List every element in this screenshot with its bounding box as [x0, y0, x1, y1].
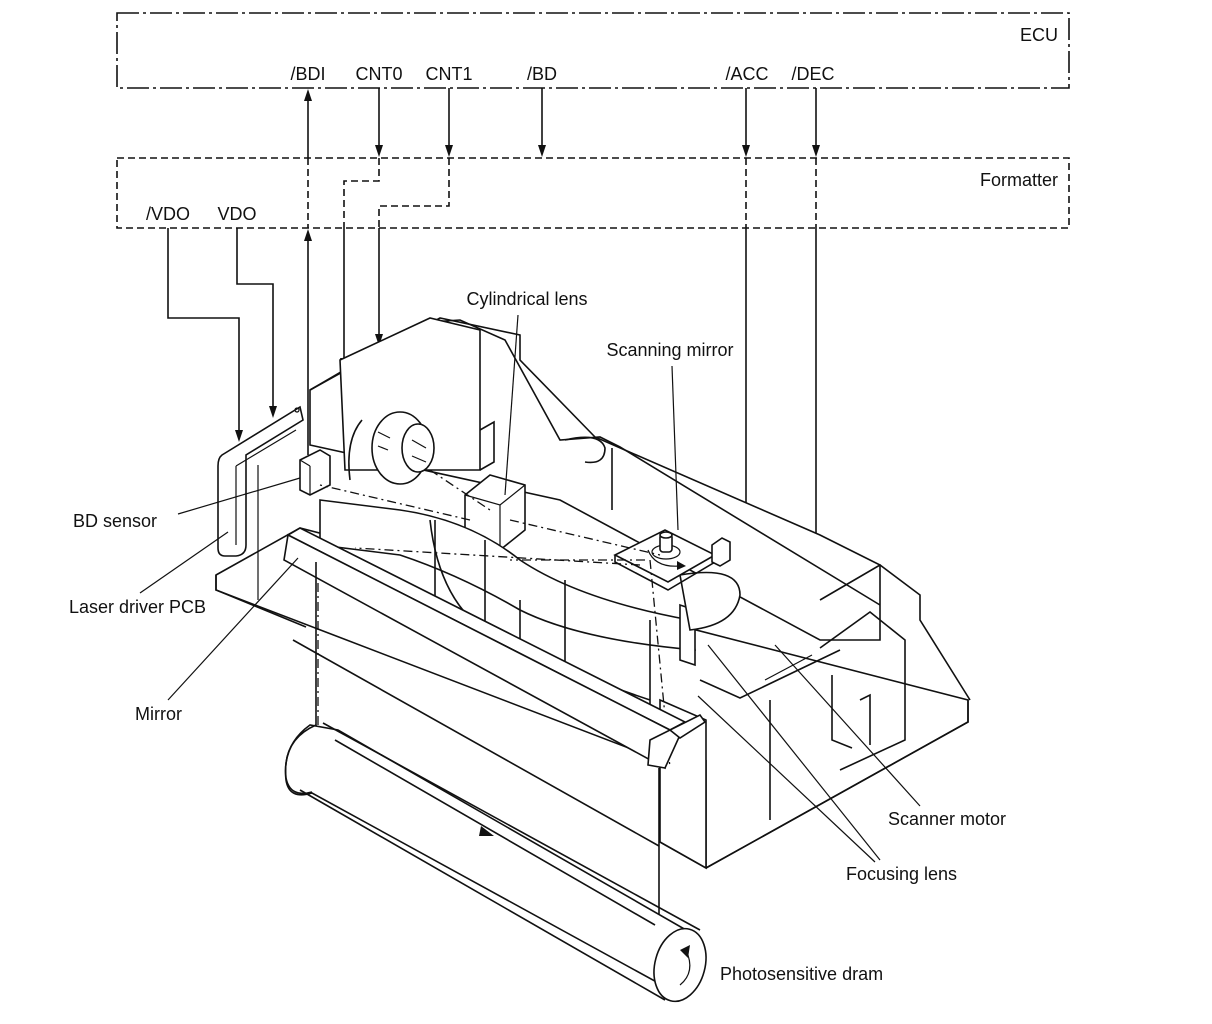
scanning-mirror-top [659, 531, 673, 539]
dec-arrow-formatter [812, 145, 820, 157]
scanner-motor-drum [679, 571, 741, 631]
cnt0-arrow [375, 145, 383, 157]
collimator-lens-face [401, 423, 435, 473]
scan-plane-mid [292, 639, 660, 847]
ecu-label: ECU [1020, 25, 1058, 45]
housing-inner-line [764, 654, 813, 681]
laser-pcb-board [217, 405, 304, 557]
signal-acc-label: /ACC [725, 64, 768, 84]
signal-dec-label: /DEC [791, 64, 834, 84]
leader-focusing-lens-1 [707, 644, 881, 861]
leader-laser-driver-pcb [139, 531, 229, 594]
bd-sensor-body [299, 449, 331, 496]
housing-right-box [819, 610, 906, 771]
rotation-arrow [677, 561, 686, 570]
nvdo-arrow [235, 430, 243, 442]
drum-bottom-edge [299, 789, 666, 1001]
ecu-border [116, 12, 1070, 89]
signal-cnt0-label: CNT0 [355, 64, 402, 84]
leader-scanning-mirror [671, 365, 679, 531]
mirror-bar-end [647, 729, 682, 769]
drum-body [284, 724, 702, 987]
acc-arrow-formatter [742, 145, 750, 157]
label-photosensitive-drum: Photosensitive dram [720, 964, 883, 984]
laser-side-block [479, 420, 495, 471]
scanner-motor [613, 529, 741, 631]
scanner-motor-tab [711, 537, 731, 567]
laser-pcb-inner [235, 429, 297, 545]
laser-pcb-screw [294, 407, 300, 413]
cnt1-line-formatter [378, 158, 450, 228]
bdi-arrow-formatter [304, 229, 312, 241]
housing-right-frame [819, 564, 971, 701]
formatter-block: Formatter /VDO VDO [116, 157, 1070, 229]
label-mirror: Mirror [135, 704, 182, 724]
formatter-label: Formatter [980, 170, 1058, 190]
housing-right-slot [859, 693, 871, 745]
photosensitive-drum [284, 722, 707, 1003]
laser-unit [339, 317, 495, 485]
formatter-border [116, 157, 1070, 229]
bd-sensor-edge [299, 459, 311, 467]
base-plate-edge [215, 575, 307, 628]
drum-left-cap [284, 724, 317, 795]
signal-bdi-label: /BDI [290, 64, 325, 84]
leader-scanner-motor [774, 644, 921, 807]
signal-cnt1-label: CNT1 [425, 64, 472, 84]
label-scanner-motor: Scanner motor [888, 809, 1006, 829]
bd-arrow [538, 145, 546, 157]
housing-rear-notch [564, 436, 606, 464]
leader-cylindrical-lens [504, 314, 519, 496]
laser-driver-pcb [217, 405, 304, 600]
rotation-arc [647, 549, 681, 567]
mirror [283, 527, 707, 770]
cnt0-line-formatter [343, 158, 380, 228]
drum-rotation-arrow [680, 945, 690, 958]
label-scanning-mirror: Scanning mirror [606, 340, 733, 360]
cnt1-arrow [445, 145, 453, 157]
bd-sensor [299, 449, 331, 496]
leader-focusing-lens-2 [697, 695, 876, 863]
vdo-line [236, 228, 274, 406]
cnt1-arrow-pcb [375, 334, 383, 346]
leader-bd-sensor [177, 477, 301, 515]
beam-cyl-to-mirror [509, 519, 661, 556]
laser-housing-curve [348, 419, 363, 481]
label-laser-driver-pcb: Laser driver PCB [69, 597, 206, 617]
mirror-bracket-right [668, 713, 707, 739]
beam-laser-to-cyl [429, 469, 491, 511]
component-labels: Cylindrical lens Scanning mirror BD sens… [69, 289, 1006, 984]
housing-front-ledge [699, 649, 841, 699]
bdi-arrow-ecu [304, 89, 312, 101]
signal-nvdo-label: /VDO [146, 204, 190, 224]
vdo-arrow [269, 406, 277, 418]
nvdo-line [167, 228, 240, 430]
base-right-edge [705, 700, 969, 869]
drum-top-edge [322, 722, 701, 931]
scan-direction-arrow [479, 826, 494, 836]
housing-right-tab [831, 675, 853, 749]
drum-right-cap [653, 927, 707, 1003]
beam-bd [319, 484, 471, 521]
collimator-slots [377, 431, 427, 463]
label-bd-sensor: BD sensor [73, 511, 157, 531]
ecu-block: ECU /BDI CNT0 CNT1 /BD /ACC /DEC [116, 12, 1070, 89]
signal-vdo-label: VDO [217, 204, 256, 224]
label-cylindrical-lens: Cylindrical lens [466, 289, 587, 309]
drum-scan-line [334, 739, 656, 926]
signal-bd-label: /BD [527, 64, 557, 84]
leader-mirror [167, 557, 299, 701]
label-focusing-lens: Focusing lens [846, 864, 957, 884]
